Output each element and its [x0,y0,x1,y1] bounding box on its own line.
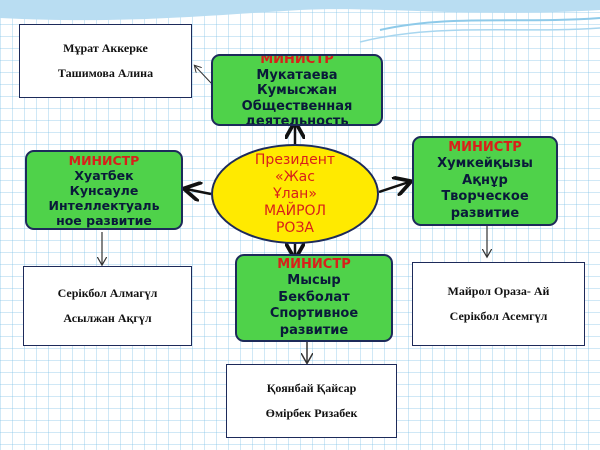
minister-area: Интеллектуаль [48,197,160,213]
president-surname: МАЙРОЛ [263,202,327,219]
minister-area: Общественная [241,98,353,114]
minister-area: развитие [450,205,520,221]
team-member: Қоянбай Қайсар [266,381,357,395]
minister-title: МИНИСТР [448,139,522,155]
team-box-right: Майрол Ораза- Ай Серікбол Асемгүл [412,262,585,346]
team-member: Ташимова Алина [57,66,154,80]
team-box-bottom: Қоянбай Қайсар Өмірбек Ризабек [226,364,397,438]
minister-title: МИНИСТР [68,152,140,168]
minister-box-top: МИНИСТР Мукатаева Кумысжан Общественная … [211,54,383,126]
minister-name: Ақнұр [462,172,508,188]
team-member: Мұрат Аккерке [63,41,148,55]
minister-box-left: МИНИСТР Хуатбек Кунсауле Интеллектуаль н… [25,150,183,230]
minister-title: МИНИСТР [277,256,351,272]
team-member: Серікбол Асемгүл [449,309,548,323]
minister-area: Творческое [441,189,529,205]
team-member: Серікбол Алмагүл [57,286,158,300]
minister-area: Спортивное [269,306,359,322]
arrow-to-left-minister [186,189,212,194]
minister-name: Бекболат [278,289,350,305]
minister-area: развитие [279,322,349,338]
president-org: «Жас [275,168,315,185]
decorative-wave [0,0,600,43]
minister-surname: Хуатбек [74,167,134,183]
arrow-to-right-minister [378,182,409,192]
minister-name: Кумысжан [257,83,337,99]
minister-title: МИНИСТР [260,54,334,68]
team-member: Асылжан Ақгүл [63,311,152,325]
president-name: РОЗА [275,219,314,236]
president-oval: Президент «Жас Ұлан» МАЙРОЛ РОЗА [211,144,379,244]
minister-surname: Мукатаева [256,67,338,83]
minister-area: деятельность [245,114,349,126]
minister-box-right: МИНИСТР Хумкейқызы Ақнұр Творческое разв… [412,136,558,226]
minister-surname: Мысыр [287,273,341,289]
minister-name: Кунсауле [69,182,139,198]
minister-area: ное развитие [56,212,152,228]
team-member: Майрол Ораза- Ай [447,284,550,298]
team-box-top-left: Мұрат Аккерке Ташимова Алина [19,24,192,98]
president-org: Ұлан» [273,185,317,202]
minister-surname: Хумкейқызы [437,156,533,172]
arrow-to-top-left-team [195,66,213,85]
president-title: Президент [254,151,336,168]
team-member: Өмірбек Ризабек [265,406,358,420]
team-box-left: Серікбол Алмагүл Асылжан Ақгүл [23,266,192,346]
minister-box-bottom: МИНИСТР Мысыр Бекболат Спортивное развит… [235,254,393,342]
